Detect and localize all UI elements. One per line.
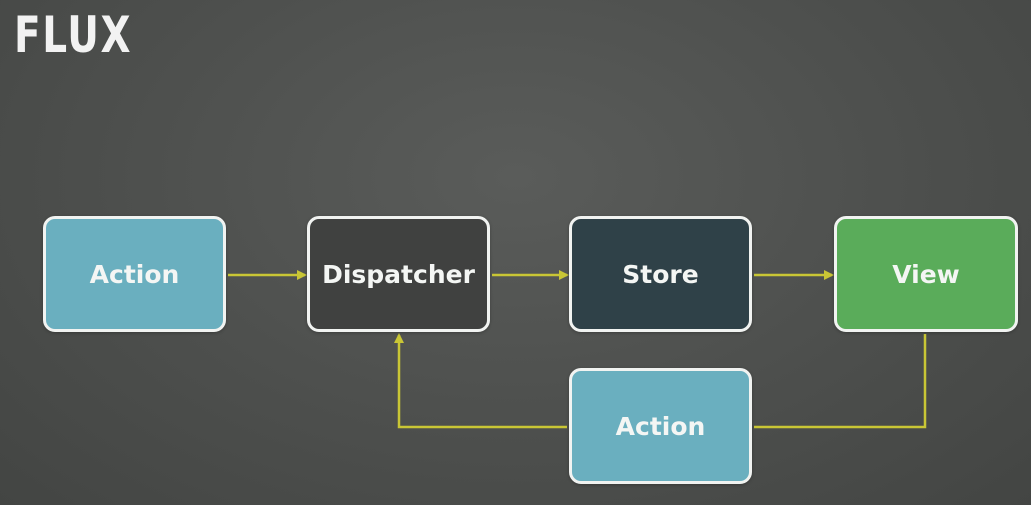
node-action-bottom: Action [569, 368, 752, 484]
edge-view-to-action [754, 334, 927, 429]
node-dispatcher-label: Dispatcher [322, 259, 475, 289]
node-store: Store [569, 216, 752, 332]
node-action-top-label: Action [89, 259, 180, 289]
node-view-label: View [892, 259, 960, 289]
node-dispatcher: Dispatcher [307, 216, 490, 332]
node-store-label: Store [622, 259, 699, 289]
node-action-bottom-label: Action [615, 411, 706, 441]
node-view: View [834, 216, 1018, 332]
page-title: FLUX [14, 6, 133, 64]
node-action-top: Action [43, 216, 226, 332]
edge-action-to-dispatcher-feedback [394, 333, 567, 429]
